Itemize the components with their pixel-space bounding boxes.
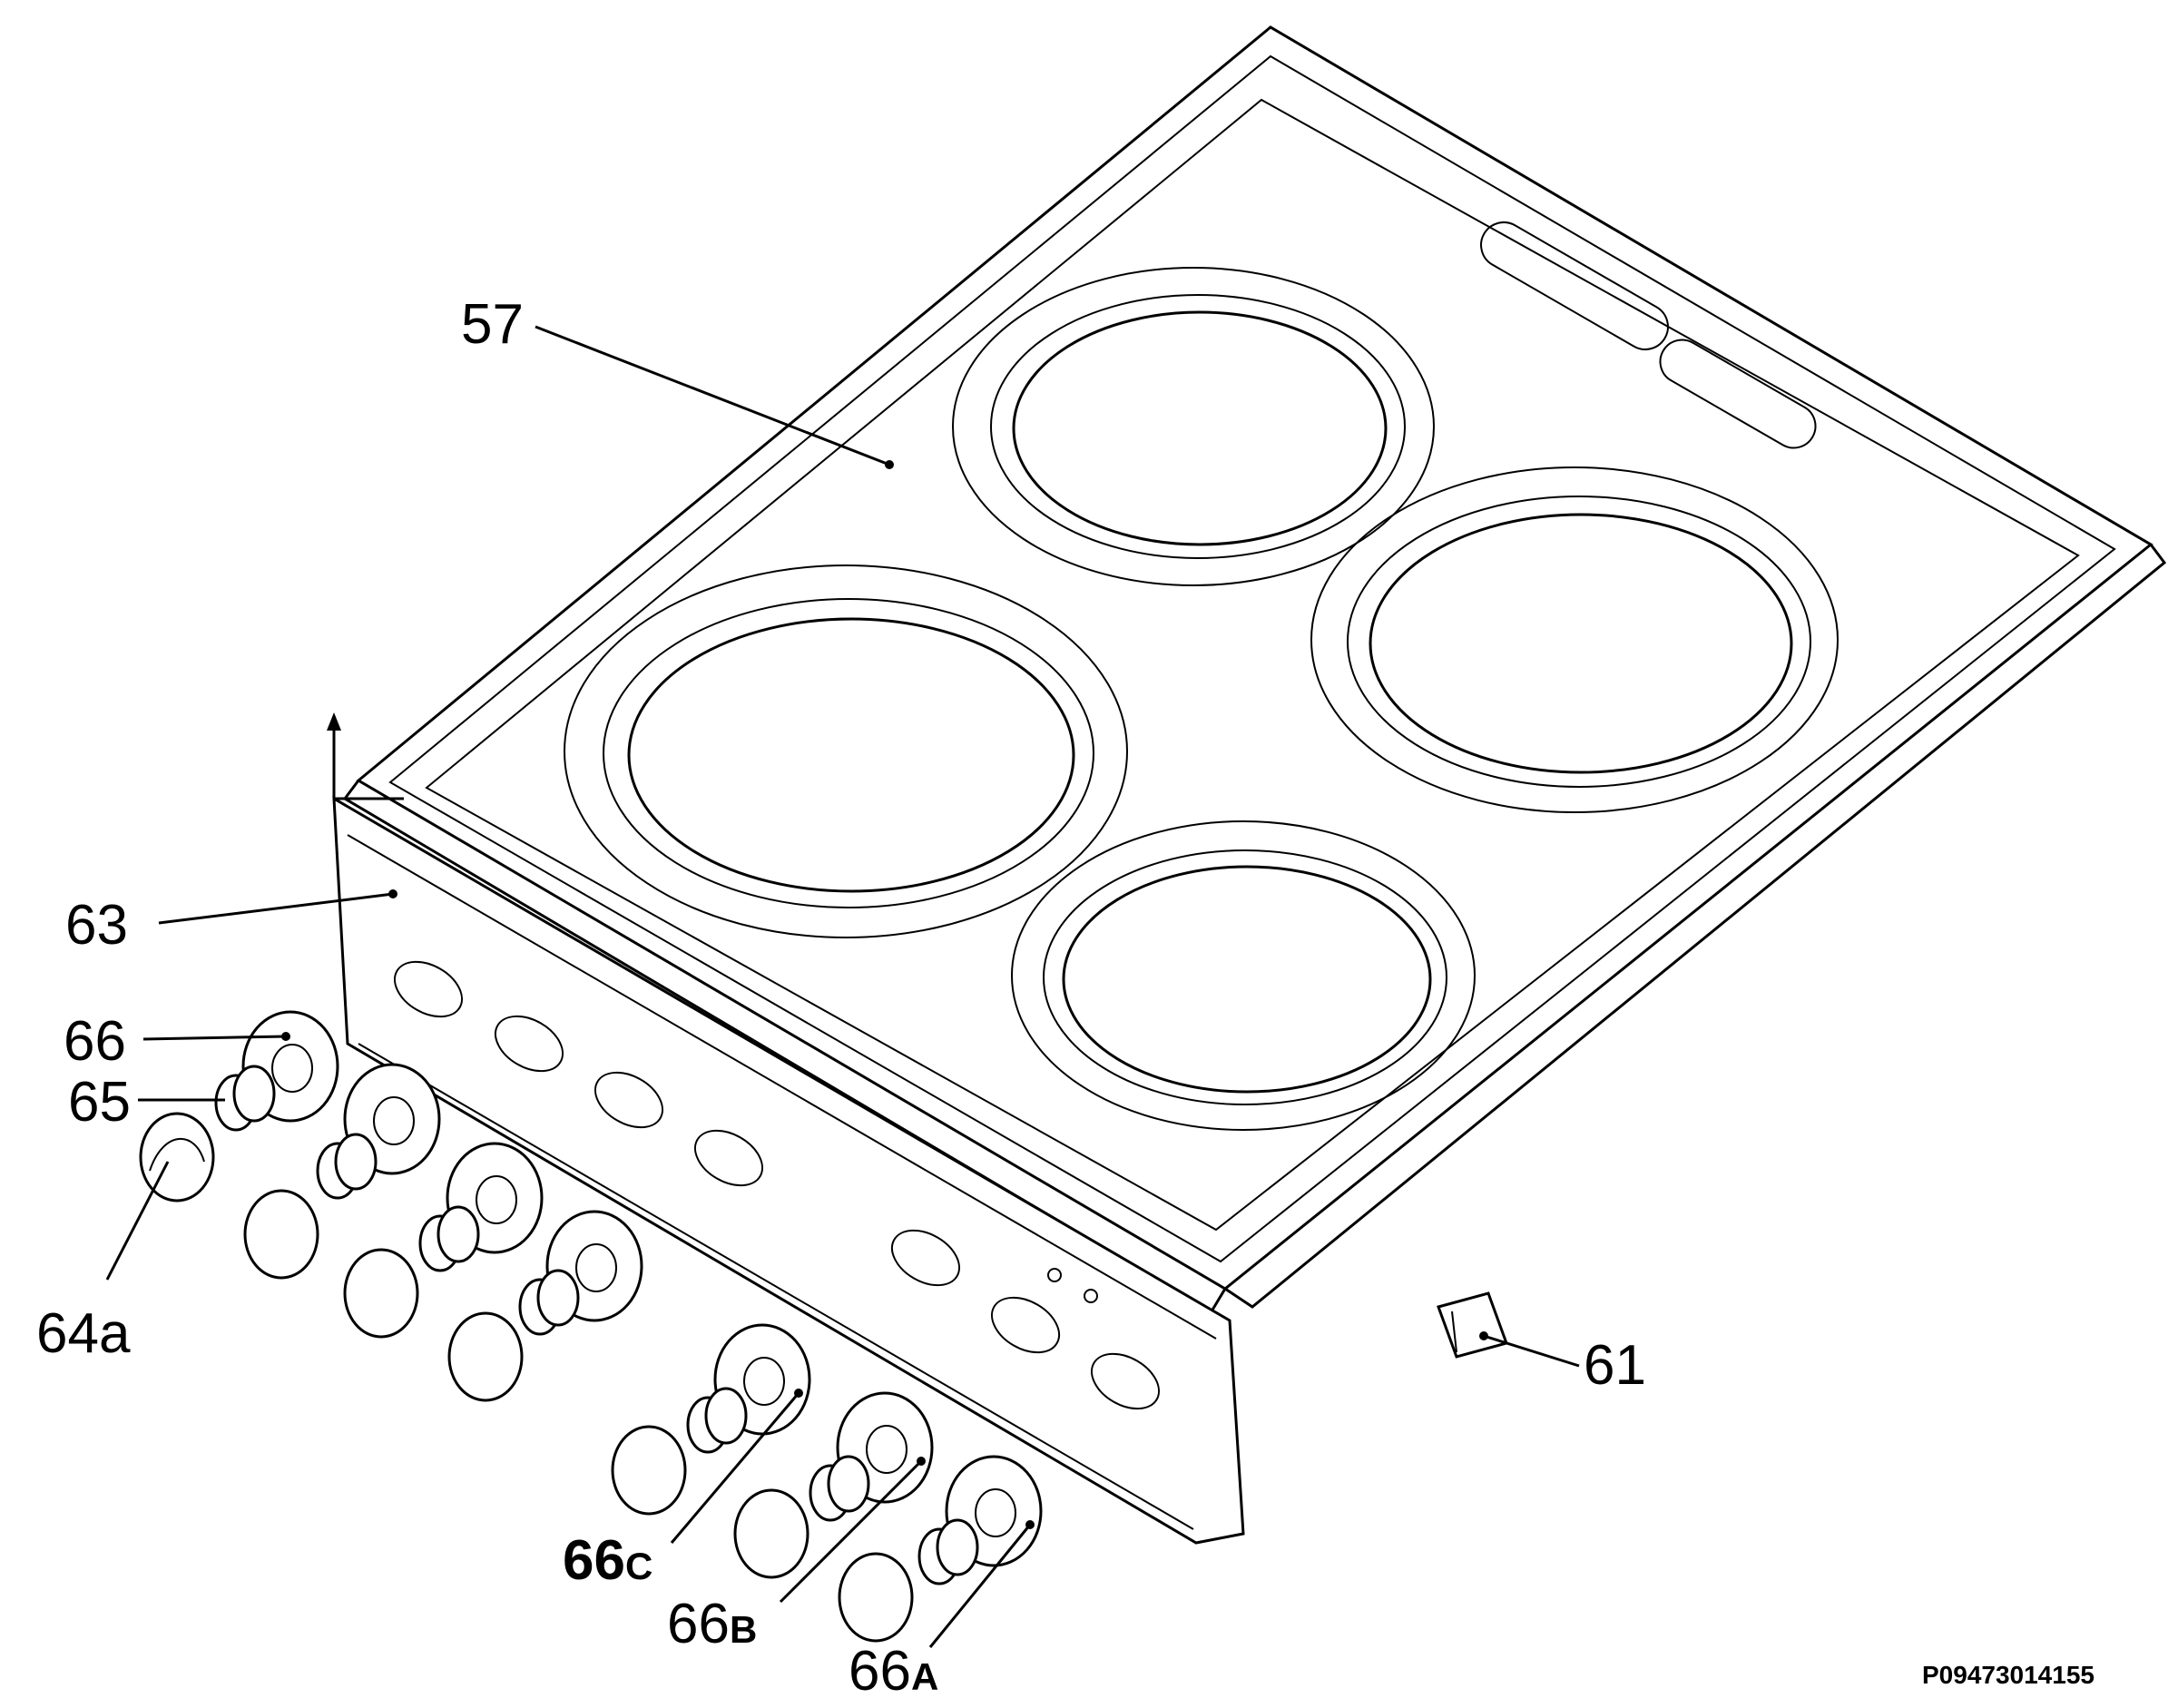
hob-top (342, 25, 2167, 1314)
label-66: 66 (64, 1010, 126, 1073)
clip-part (1437, 1291, 1508, 1359)
drawing-code: P09473014155 (1922, 1661, 2095, 1689)
label-66c: 66C (563, 1529, 652, 1592)
hotplate-front-left (564, 564, 1128, 938)
label-65: 65 (68, 1071, 131, 1134)
leader-lines (105, 325, 1580, 1648)
label-66a: 66A (849, 1640, 938, 1703)
knob-assemblies (139, 1010, 1043, 1643)
label-61: 61 (1584, 1334, 1646, 1397)
callout-labels: 57 63 66 65 64a 61 66C 66B 66A P09473014… (36, 293, 2095, 1703)
hotplate-rear-left (952, 267, 1435, 586)
label-57: 57 (461, 293, 524, 356)
hotplate-rear-right (1310, 466, 1839, 813)
hotplate-front-right (1011, 820, 1476, 1131)
label-66b: 66B (667, 1593, 757, 1655)
label-63: 63 (65, 894, 128, 957)
label-64a: 64a (36, 1302, 131, 1365)
control-panel (327, 712, 1245, 1545)
